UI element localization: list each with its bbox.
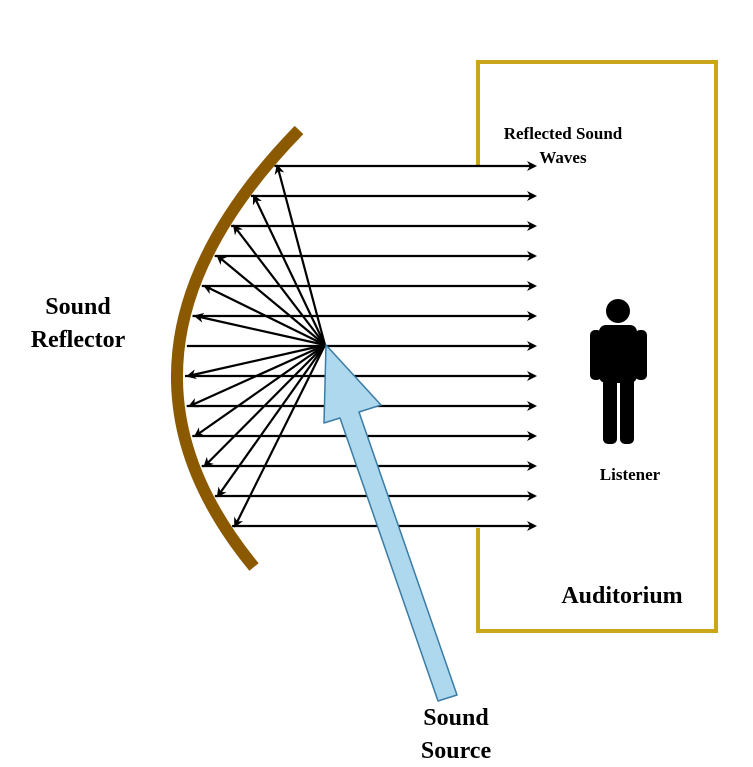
listener-label: Listener xyxy=(600,465,661,484)
incident-ray xyxy=(203,344,326,468)
incident-ray xyxy=(203,285,326,346)
auditorium-label: Auditorium xyxy=(561,583,682,609)
incident-ray xyxy=(232,224,326,346)
auditorium-wall xyxy=(476,60,718,633)
reflector-label-line2: Reflector xyxy=(31,327,126,353)
reflected-waves-label-line2: Waves xyxy=(539,148,587,167)
incident-ray xyxy=(274,164,327,346)
incident-ray xyxy=(252,194,326,346)
incident-ray xyxy=(216,254,326,346)
incident-ray xyxy=(193,344,326,438)
incident-ray xyxy=(234,344,326,528)
source-label-line1: Sound xyxy=(423,705,489,731)
incident-ray xyxy=(193,312,326,347)
reflected-waves-label-line1: Reflected Sound xyxy=(504,124,623,143)
sound-source-arrow xyxy=(323,344,458,702)
person-icon xyxy=(590,299,647,444)
incident-rays xyxy=(186,164,327,528)
reflector-label-line1: Sound xyxy=(45,294,111,320)
incident-ray xyxy=(186,343,326,380)
incident-ray xyxy=(187,343,326,408)
source-label-line2: Source xyxy=(421,738,492,764)
sound-reflector xyxy=(171,125,304,571)
incident-ray xyxy=(216,344,326,498)
